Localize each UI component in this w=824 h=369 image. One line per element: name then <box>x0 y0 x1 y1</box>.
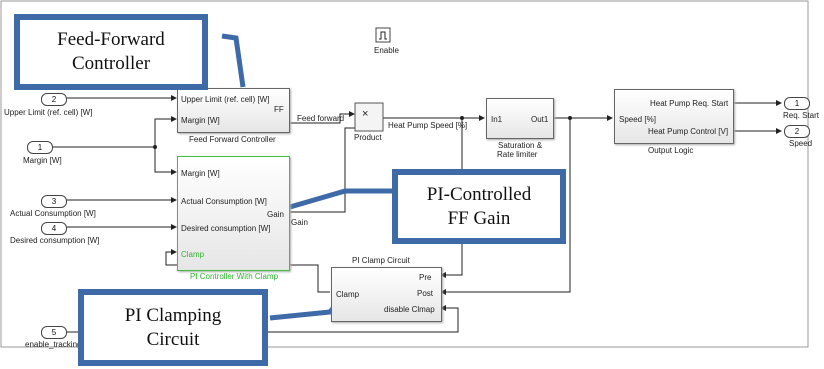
inport-upper-limit-label: Upper Limit (ref. cell) [W] <box>4 108 93 117</box>
ff-callout-leader <box>221 33 246 88</box>
pi-in4-label: Clamp <box>181 250 205 259</box>
ff-out-label: FF <box>274 105 284 114</box>
inport-enable-tracking[interactable]: 5 <box>41 326 67 339</box>
inport-desired[interactable]: 4 <box>41 222 67 235</box>
clamp-in2-label: Post <box>417 289 434 298</box>
ol-in-label: Speed [%] <box>619 115 656 124</box>
model-frame <box>0 0 809 348</box>
clamp-callout-line2: Circuit <box>146 328 200 350</box>
clamp-in1-label: Pre <box>419 273 432 282</box>
outport-speed[interactable]: 2 <box>784 125 810 138</box>
inport-actual[interactable]: 3 <box>41 195 67 208</box>
pi-callout: PI-Controlled FF Gain <box>392 169 566 244</box>
sat-title-1: Saturation & <box>498 141 543 150</box>
wire-post <box>440 118 571 295</box>
wire-margin-pi <box>154 147 177 175</box>
pi-callout-line2: FF Gain <box>447 207 511 229</box>
ol-out1-label: Heat Pump Req. Start <box>650 99 729 108</box>
inport-enable-tracking-label: enable_tracking <box>25 340 82 349</box>
outport-req-start-label: Req. Start <box>783 111 820 120</box>
ff-in2-label: Margin [W] <box>181 116 220 125</box>
pi-callout-leader <box>289 188 395 210</box>
sat-out-label: Out1 <box>531 115 549 124</box>
outport-req-start[interactable]: 1 <box>784 97 810 110</box>
clamp-callout: PI Clamping Circuit <box>78 289 268 366</box>
pi-clamp-block[interactable]: Clamp Pre Post disable Clmap <box>331 267 442 322</box>
sat-title-2: Rate limiter <box>497 150 538 159</box>
pi-clamp-title: PI Clamp Circuit <box>352 256 410 265</box>
ol-out2-label: Heat Pump Control [V] <box>648 127 729 136</box>
output-logic-block[interactable]: Speed [%] Heat Pump Req. Start Heat Pump… <box>614 89 734 144</box>
ff-callout-line1: Feed-Forward <box>57 29 165 50</box>
pi-out-label: Gain <box>267 210 284 219</box>
pi-block-title: PI Controller With Clamp <box>190 272 279 281</box>
ff-callout-line2: Controller <box>71 53 151 74</box>
enable-label: Enable <box>374 46 399 55</box>
feed-forward-block[interactable]: Upper Limit (ref. cell) [W] Margin [W] F… <box>177 88 290 133</box>
inport-actual-label: Actual Consumption [W] <box>10 209 96 218</box>
product-block[interactable] <box>354 102 384 132</box>
enable-icon[interactable] <box>375 27 391 43</box>
ff-in1-label: Upper Limit (ref. cell) [W] <box>181 95 270 104</box>
pi-in1-label: Margin [W] <box>181 169 220 178</box>
pi-in2-label: Actual Consumption [W] <box>181 197 267 206</box>
saturation-block[interactable]: In1 Out1 <box>486 98 554 139</box>
inport-margin[interactable]: 1 <box>27 141 53 154</box>
inport-desired-label: Desired consumption [W] <box>10 236 100 245</box>
ff-block-title: Feed Forward Controller <box>189 135 276 144</box>
ol-title: Output Logic <box>648 146 694 155</box>
gain-signal-label: Gain <box>291 218 308 227</box>
product-symbol: × <box>362 108 369 120</box>
wire-feed-forward <box>289 111 355 124</box>
pi-in3-label: Desired consumption [W] <box>181 224 271 233</box>
feed-forward-signal-label: Feed forward <box>297 114 345 123</box>
wire-margin-ff <box>52 116 177 148</box>
clamp-out-label: Clamp <box>336 290 360 299</box>
inport-upper-limit[interactable]: 2 <box>41 93 67 106</box>
clamp-in3-label: disable Clmap <box>384 305 435 314</box>
heat-pump-speed-label: Heat Pump Speed [%] <box>388 121 468 130</box>
pi-callout-line1: PI-Controlled <box>426 183 532 205</box>
ff-callout: Feed-Forward Controller <box>14 14 208 90</box>
clamp-callout-line1: PI Clamping <box>124 304 222 326</box>
outport-speed-label: Speed <box>789 139 813 148</box>
sat-in-label: In1 <box>491 115 503 124</box>
inport-margin-label: Margin [W] <box>23 156 62 165</box>
wire-gain <box>289 125 361 213</box>
pi-controller-block[interactable]: Margin [W] Actual Consumption [W] Desire… <box>177 156 290 271</box>
product-title: Product <box>354 133 382 142</box>
